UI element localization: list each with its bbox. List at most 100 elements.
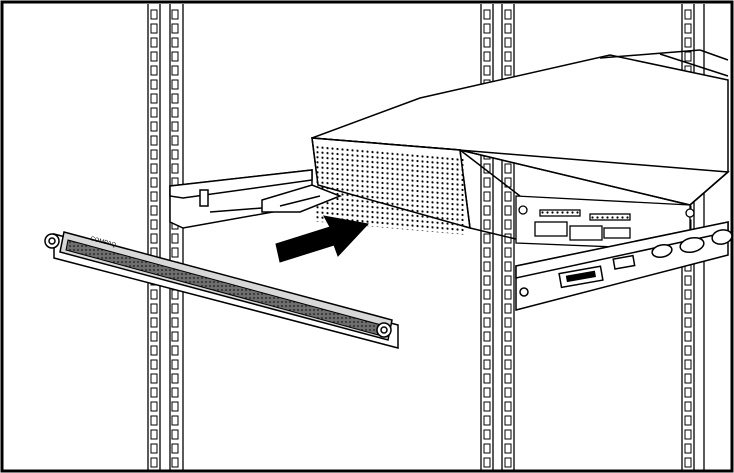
rail-hole — [483, 205, 491, 216]
rail-hole — [504, 37, 512, 48]
rail-hole — [483, 303, 491, 314]
rail-hole — [504, 303, 512, 314]
rail-hole — [504, 219, 512, 230]
rail-hole — [150, 93, 158, 104]
rail-hole — [171, 443, 179, 454]
rail-hole — [684, 51, 692, 62]
rail-hole — [504, 317, 512, 328]
left-rack-rail — [147, 4, 184, 470]
rail-hole — [684, 331, 692, 342]
rail-hole — [504, 345, 512, 356]
rail-hole — [483, 387, 491, 398]
rail-hole — [150, 443, 158, 454]
rail-hole — [483, 359, 491, 370]
rail-hole — [150, 23, 158, 34]
rail-hole — [171, 37, 179, 48]
rail-hole — [150, 65, 158, 76]
rail-hole — [171, 415, 179, 426]
rail-hole — [483, 23, 491, 34]
rail-hole — [483, 457, 491, 468]
rail-hole — [483, 429, 491, 440]
rail-hole — [171, 359, 179, 370]
rail-hole — [171, 135, 179, 146]
rail-hole — [150, 219, 158, 230]
rail-hole — [150, 289, 158, 300]
rail-hole — [171, 233, 179, 244]
rail-hole — [504, 275, 512, 286]
rail-hole — [684, 37, 692, 48]
rail-hole — [684, 457, 692, 468]
rail-hole — [504, 443, 512, 454]
rail-hole — [150, 177, 158, 188]
rail-hole — [504, 65, 512, 76]
rail-hole — [483, 443, 491, 454]
rail-hole — [150, 9, 158, 20]
rail-hole — [171, 387, 179, 398]
rail-hole — [483, 247, 491, 258]
rail-hole — [150, 387, 158, 398]
rail-hole — [504, 247, 512, 258]
rail-hole — [504, 387, 512, 398]
rail-hole — [150, 345, 158, 356]
rail-hole — [483, 219, 491, 230]
rail-hole — [504, 9, 512, 20]
rail-hole — [150, 135, 158, 146]
rail-hole — [150, 121, 158, 132]
rail-hole — [150, 205, 158, 216]
rail-hole — [150, 429, 158, 440]
rail-hole — [150, 317, 158, 328]
rail-hole — [483, 275, 491, 286]
rail-hole — [483, 401, 491, 412]
left-slide-rail — [169, 169, 343, 229]
rail-hole — [171, 401, 179, 412]
rail-hole — [504, 331, 512, 342]
rail-hole — [684, 9, 692, 20]
rail-hole — [171, 429, 179, 440]
rail-hole — [171, 23, 179, 34]
rail-hole — [483, 37, 491, 48]
rail-hole — [684, 429, 692, 440]
rail-hole — [684, 345, 692, 356]
rail-hole — [171, 289, 179, 300]
rail-hole — [171, 373, 179, 384]
rail-hole — [483, 191, 491, 202]
rail-hole — [150, 401, 158, 412]
rail-hole — [504, 415, 512, 426]
arrow-right-icon — [275, 215, 369, 263]
rail-hole — [150, 233, 158, 244]
rail-hole — [150, 331, 158, 342]
rail-hole — [504, 233, 512, 244]
rail-hole — [171, 79, 179, 90]
rail-hole — [504, 289, 512, 300]
rail-hole — [150, 457, 158, 468]
rail-hole — [171, 331, 179, 342]
rail-hole — [150, 107, 158, 118]
rail-hole — [171, 121, 179, 132]
rail-hole — [171, 65, 179, 76]
rail-hole — [504, 191, 512, 202]
rail-hole — [684, 387, 692, 398]
rail-hole — [171, 93, 179, 104]
rail-hole — [150, 415, 158, 426]
rail-hole — [483, 9, 491, 20]
rail-hole — [504, 163, 512, 174]
rail-hole — [684, 373, 692, 384]
rail-hole — [504, 373, 512, 384]
rail-hole — [504, 429, 512, 440]
rail-hole — [483, 331, 491, 342]
rail-hole — [171, 247, 179, 258]
server-chassis — [311, 49, 730, 241]
rail-hole — [684, 289, 692, 300]
rail-hole — [684, 317, 692, 328]
rail-hole — [171, 9, 179, 20]
rail-hole — [171, 51, 179, 62]
rail-hole — [150, 373, 158, 384]
rail-hole — [483, 177, 491, 188]
bezel-cover: COMPAQ — [44, 231, 399, 349]
rail-hole — [483, 373, 491, 384]
rail-hole — [150, 359, 158, 370]
rail-hole — [684, 359, 692, 370]
rail-hole — [504, 401, 512, 412]
